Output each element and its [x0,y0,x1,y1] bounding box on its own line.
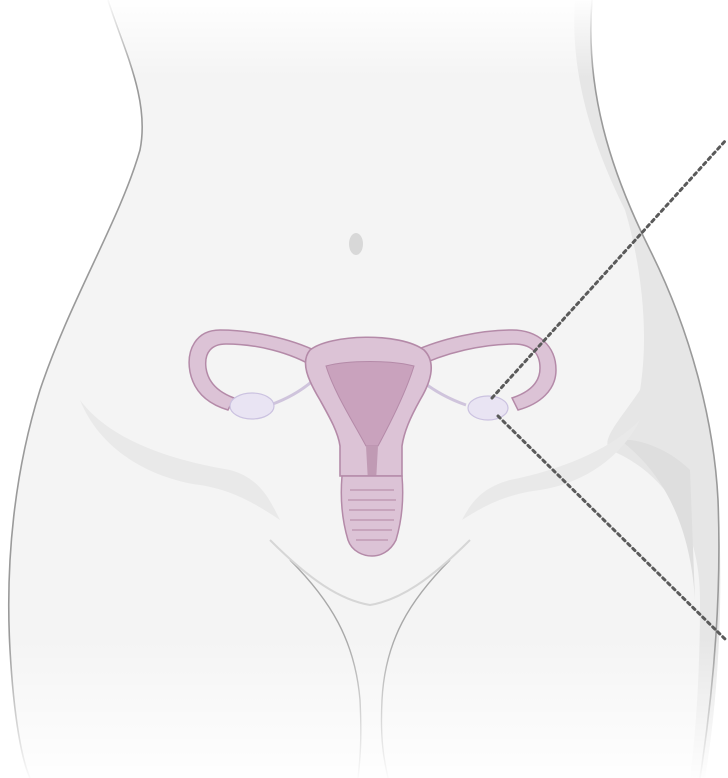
ovary-right [468,396,508,420]
ovary-left [230,393,274,419]
vagina [341,476,403,556]
